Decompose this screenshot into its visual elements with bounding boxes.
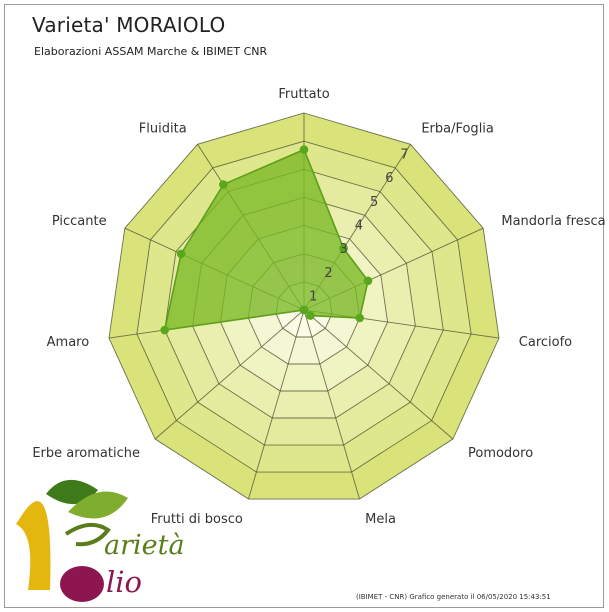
category-label: Mela [365, 512, 396, 527]
category-label: Piccante [52, 214, 107, 229]
tick-label: 2 [324, 266, 332, 281]
data-point [339, 244, 348, 253]
category-label: Pomodoro [468, 446, 533, 461]
grid-spoke [248, 309, 305, 500]
logo-word-varieta: arietà [104, 530, 185, 561]
grid-spoke [303, 309, 360, 500]
grid-spoke [303, 309, 454, 440]
chart-title: Varieta' MORAIOLO [32, 13, 226, 37]
data-point [299, 145, 309, 154]
footer-note: (IBIMET - CNR) Grafico generato il 06/05… [356, 593, 551, 601]
category-label: Carciofo [519, 335, 572, 350]
category-label: Erba/Foglia [421, 121, 494, 136]
logo-word-olio: lio [106, 565, 142, 599]
category-label: Fluidita [139, 121, 187, 136]
logo-v-letter [64, 522, 111, 547]
category-label: Amaro [47, 335, 90, 350]
data-point [219, 180, 228, 189]
logo-yellow-stroke [16, 501, 51, 590]
category-label: Erbe aromatiche [32, 446, 140, 461]
tick-label: 4 [355, 219, 363, 234]
data-point [160, 325, 170, 335]
category-label: Fruttato [278, 87, 329, 102]
grid-spoke [154, 309, 305, 440]
tick-label: 6 [385, 171, 393, 186]
logo-olive-icon [60, 566, 104, 602]
varieta-olio-logo: arietà lio [16, 479, 185, 602]
category-label: Frutti di bosco [151, 512, 243, 527]
tick-label: 3 [340, 242, 348, 257]
tick-label: 1 [309, 290, 317, 305]
data-point [306, 311, 315, 320]
data-point [176, 249, 186, 259]
data-point [299, 305, 309, 315]
category-label: Mandorla fresca [501, 214, 605, 229]
tick-label: 7 [400, 148, 408, 163]
data-point [363, 276, 373, 286]
logo-leaf-icon [68, 491, 128, 519]
chart-subtitle: Elaborazioni ASSAM Marche & IBIMET CNR [34, 45, 268, 58]
tick-label: 5 [370, 195, 378, 210]
data-point [355, 313, 365, 323]
